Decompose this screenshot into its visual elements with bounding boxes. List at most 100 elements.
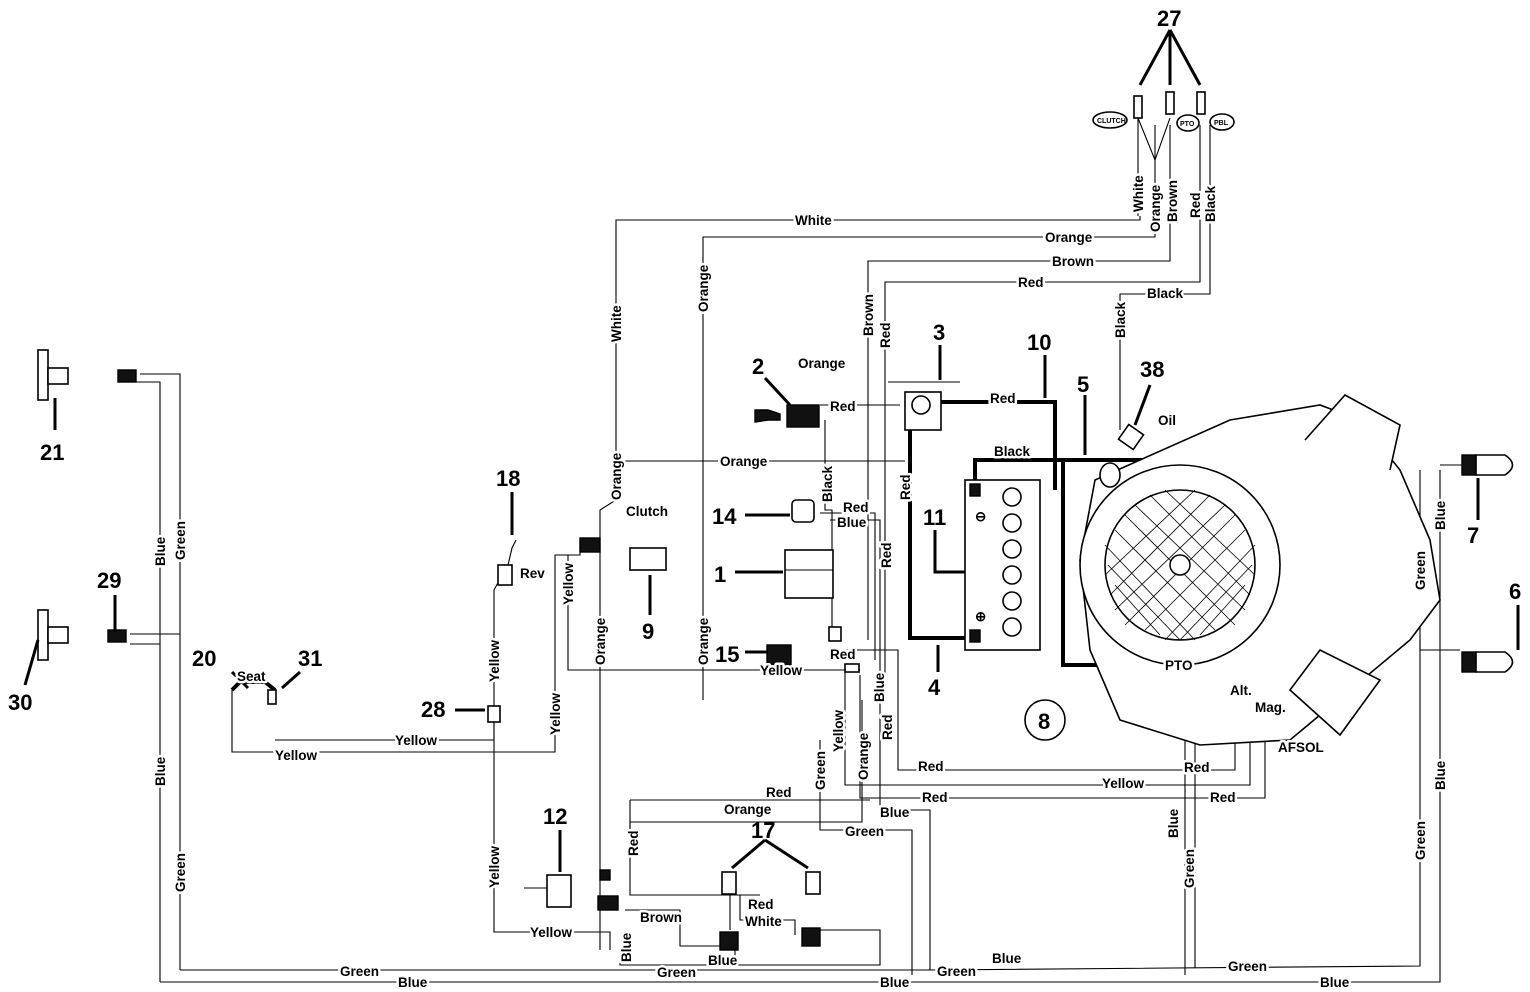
switch-27-clutch [1133,95,1143,119]
label-black-27: Black [1203,185,1218,222]
battery: ⊖ ⊕ [964,479,1041,651]
switch-27-pbl [1196,91,1206,115]
ground-callout-8 [1024,699,1066,741]
headlight-30-socket [47,626,69,644]
tag-pto [1176,114,1200,132]
label-green-bottom2: Green [657,965,696,980]
solenoid [888,381,960,431]
wire-27-orange [1137,117,1171,162]
label-green-pto: Green [1182,849,1197,888]
label-black-14: Black [820,465,835,502]
callout-28: 28 [421,697,445,722]
tag-clutch-text: CLUTCH [1097,118,1126,125]
label-red-12: Red [766,785,792,800]
headlight-21-socket [47,367,69,385]
label-black-5: Black [994,444,1031,459]
label-blue-bottom3: Blue [992,951,1022,966]
cable-red-4 [908,412,975,640]
oil-sensor-body [1117,423,1145,451]
label-black-vert: Black [1113,301,1128,338]
arrow-38 [1133,384,1152,426]
label-green-bottom3: Green [937,964,976,979]
battery-terminal-neg [969,483,981,497]
label-blue-17: Blue [619,932,634,962]
callout-11: 11 [923,505,946,530]
callout-6: 6 [1509,579,1521,604]
headlight-30-plug [107,629,127,643]
label-red-batt: Red [898,474,913,500]
label-blue-left1: Blue [153,536,168,566]
label-blue-right1: Blue [1433,500,1448,530]
callout-8: 8 [1038,709,1050,734]
label-red-vert: Red [878,322,893,348]
callout-4: 4 [928,675,941,700]
label-seat: Seat [237,669,266,684]
callout-18: 18 [496,466,520,491]
label-blue-bottom1: Blue [398,975,428,990]
label-orange-27: Orange [1148,184,1163,232]
connector-28 [487,705,501,723]
wire-seat-yellow [231,545,581,753]
label-green-left2: Green [173,853,188,892]
callout-29: 29 [97,568,121,593]
relay-17b [805,871,821,895]
wire-brown-top [867,125,1171,640]
wire-17-brown [625,909,720,947]
connector-red [844,663,860,673]
callout-21: 21 [40,440,64,465]
label-red-10: Red [990,391,1016,406]
label-orange-12: Orange [724,802,772,817]
wire-light21 [140,373,181,970]
seat-switch [230,680,277,692]
label-green-mid2: Green [845,824,884,839]
label-yellow-down: Yellow [487,845,502,888]
label-brown-17: Brown [640,910,682,925]
label-blue-bottom2: Blue [880,975,910,990]
wire-orange-down [599,461,617,950]
flywheel-hub [1169,554,1191,576]
seat-plug [267,689,277,705]
connector-12a [599,869,611,881]
left-components [230,537,601,723]
label-red-12b: Red [626,830,641,856]
battery-cell-2 [1002,513,1022,533]
label-yellow-rev: Yellow [487,639,502,682]
tag-clutch [1092,111,1128,129]
component-1 [784,549,834,599]
wire-bottom-green [180,640,1421,971]
oil-sensor [1117,423,1145,451]
label-orange-clutch2: Orange [593,617,608,665]
wire-yellow-15 [567,555,860,671]
wire-17-white [739,895,796,935]
label-red-mid3: Red [922,790,948,805]
arrow-11 [933,530,965,574]
wire-red-14 [820,512,876,660]
wire-red-12b [629,800,760,896]
label-orange-mid: Orange [720,454,768,469]
label-yellow-seat2: Yellow [275,748,318,763]
wire-orange-top [702,125,1156,700]
component-14 [791,499,815,523]
label-orange-mid2: Orange [856,732,871,780]
headlight-30 [37,609,49,661]
battery-cell-5 [1002,591,1022,611]
relay-socket-a [719,931,739,951]
wire-light21-green [130,381,161,982]
label-blue-pto: Blue [1166,808,1181,838]
label-rev: Rev [520,566,545,581]
callout-15: 15 [715,642,739,667]
label-green-left1: Green [173,521,188,560]
engine-fin-top [1304,393,1401,471]
label-red-2: Red [830,399,856,414]
wire-black-top [1119,125,1211,430]
rev-switch-lever [507,539,517,566]
label-blue-17b: Blue [708,953,738,968]
label-blue-right2: Blue [1433,760,1448,790]
label-alt: Alt. [1230,683,1252,698]
label-blue-mid: Blue [880,805,910,820]
callout-30: 30 [8,690,32,715]
callout-5: 5 [1077,372,1089,397]
taillight-7-bulb [1475,454,1514,476]
label-red-17: Red [748,897,774,912]
